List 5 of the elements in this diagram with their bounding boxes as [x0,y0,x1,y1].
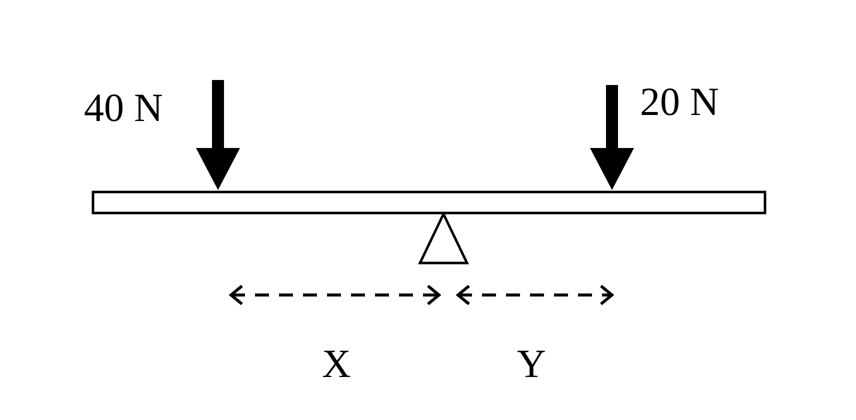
force-label: 40 N [84,86,163,130]
dimension-label: Y [517,342,546,386]
fulcrum-triangle [418,211,469,264]
force-label: 20 N [640,80,719,124]
dimension-label: X [322,342,351,386]
